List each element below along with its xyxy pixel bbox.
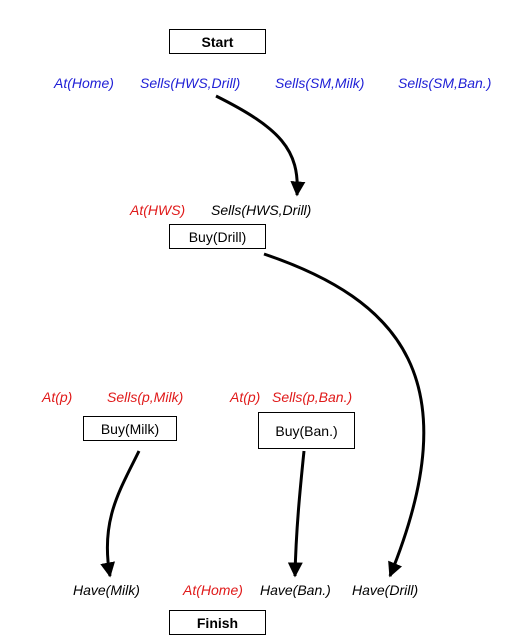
finish-pre-have-drill: Have(Drill) [352, 582, 419, 598]
buy-milk-pre-sells: Sells(p,Milk) [107, 389, 184, 405]
link-sells-to-buy-drill [215, 94, 306, 197]
init-sells-sm-ban: Sells(SM,Ban.) [398, 75, 492, 91]
buy-ban-pre-sells: Sells(p,Ban.) [272, 389, 353, 405]
start-label: Start [201, 33, 234, 50]
finish-pre-have-milk: Have(Milk) [73, 582, 140, 598]
buy-milk-pre-at-p: At(p) [42, 389, 73, 405]
init-sells-hws-drill: Sells(HWS,Drill) [140, 75, 241, 91]
init-at-home: At(Home) [54, 75, 114, 91]
buy-milk-label: Buy(Milk) [100, 420, 160, 437]
buy-ban-pre-at-p: At(p) [230, 389, 261, 405]
buy-drill-pre-sells: Sells(HWS,Drill) [211, 202, 312, 218]
link-buy-milk-to-finish [100, 450, 141, 578]
buy-ban-step: Buy(Ban.) [258, 412, 355, 449]
finish-step: Finish [169, 610, 266, 635]
finish-label: Finish [196, 614, 239, 631]
buy-ban-label: Buy(Ban.) [275, 422, 338, 439]
finish-pre-have-ban: Have(Ban.) [260, 582, 331, 598]
finish-pre-at-home: At(Home) [183, 582, 243, 598]
start-step: Start [169, 29, 266, 54]
link-buy-drill-to-finish [263, 252, 426, 578]
link-buy-ban-to-finish [287, 450, 306, 578]
init-sells-sm-milk: Sells(SM,Milk) [275, 75, 365, 91]
buy-drill-label: Buy(Drill) [188, 228, 247, 245]
buy-milk-step: Buy(Milk) [83, 416, 177, 441]
buy-drill-pre-at-hws: At(HWS) [130, 202, 186, 218]
buy-drill-step: Buy(Drill) [169, 224, 266, 249]
